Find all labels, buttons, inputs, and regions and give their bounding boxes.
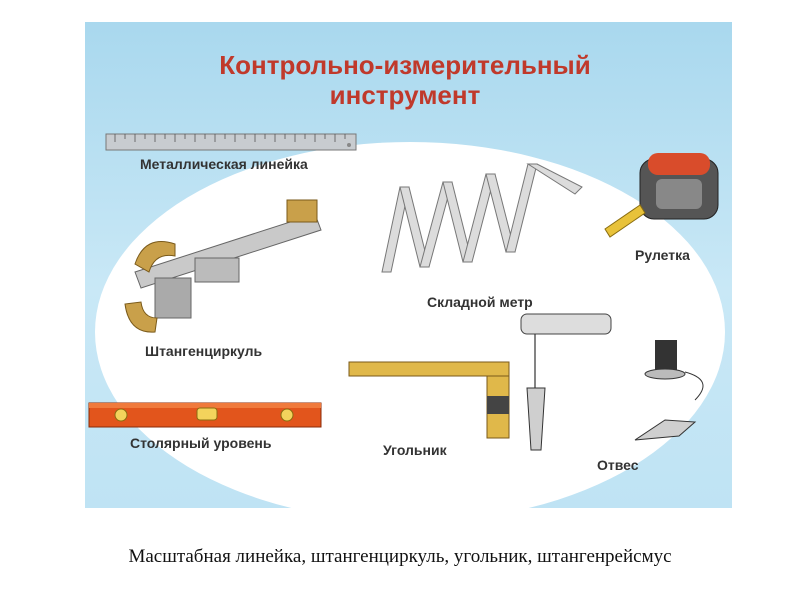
label-carpenter-level: Столярный уровень xyxy=(130,435,272,451)
slide-card: Контрольно-измерительный инструмент Мета… xyxy=(85,22,732,508)
slide-caption: Масштабная линейка, штангенциркуль, угол… xyxy=(128,546,672,567)
label-metal-ruler: Металлическая линейка xyxy=(140,156,308,172)
slide-title: Контрольно-измерительный инструмент xyxy=(175,50,635,110)
carpenter-level-icon xyxy=(88,402,322,428)
caliper-icon xyxy=(124,199,322,333)
label-square: Угольник xyxy=(383,442,447,458)
label-caliper: Штангенциркуль xyxy=(145,343,263,359)
folding-meter-icon xyxy=(381,163,583,273)
metal-ruler-icon xyxy=(105,133,357,151)
label-folding-meter: Складной метр xyxy=(427,294,533,310)
title-line-1: Контрольно-измерительный xyxy=(219,50,591,80)
label-plumb-bob: Отвес xyxy=(597,457,639,473)
label-tape-measure: Рулетка xyxy=(635,247,690,263)
title-line-2: инструмент xyxy=(329,80,481,110)
tape-measure-icon xyxy=(604,153,719,238)
plumb-bob-icon xyxy=(520,313,704,451)
square-icon xyxy=(348,361,510,439)
